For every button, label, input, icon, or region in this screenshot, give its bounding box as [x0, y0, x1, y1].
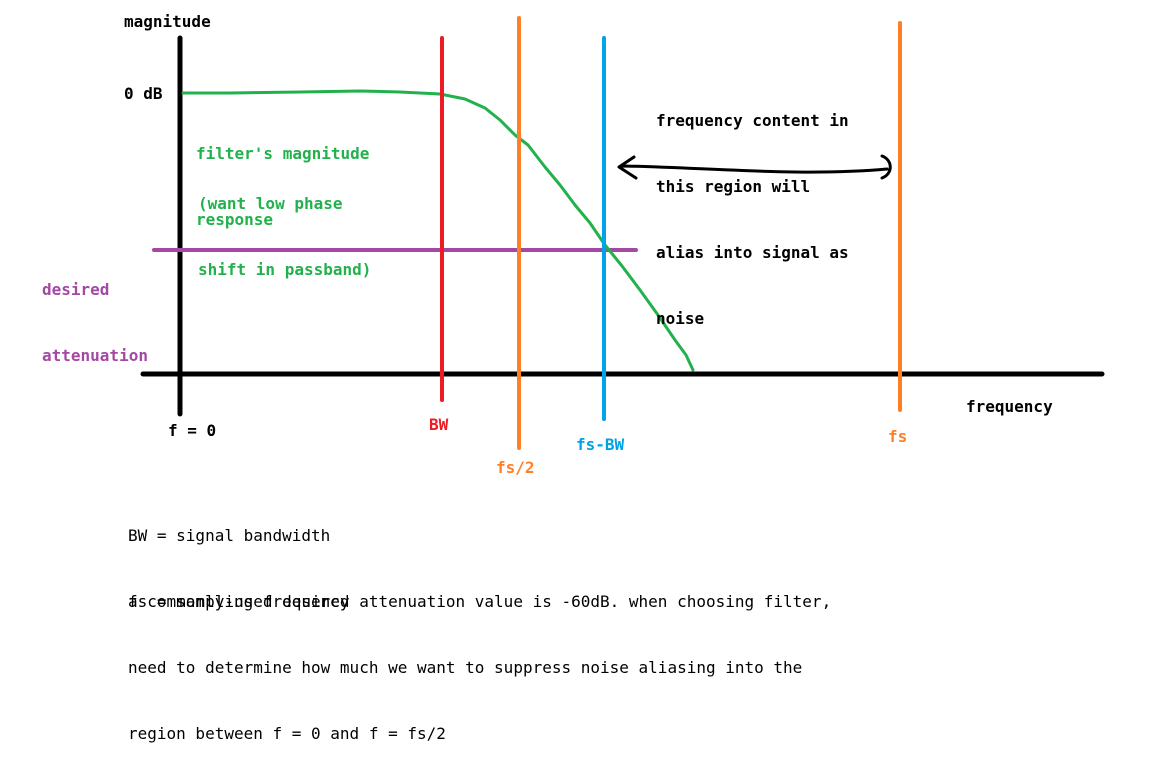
filter-diagram [140, 16, 1105, 450]
y-axis-label: magnitude [124, 12, 211, 31]
origin-label: f = 0 [168, 421, 217, 440]
legend-bw-definition: BW = signal bandwidth [128, 526, 331, 545]
filter-response-curve [181, 89, 695, 372]
x-axis-label: frequency [966, 397, 1053, 416]
alias-note-line4: noise [656, 309, 705, 328]
phase-note: (want low phase shift in passband) [198, 149, 371, 303]
fs-label: fs [888, 427, 908, 446]
attenuation-label: desired attenuation [42, 235, 148, 389]
alias-region-arrow [617, 154, 892, 180]
alias-note-line1: frequency content in [656, 111, 849, 130]
legend-fs-definition: fs = sampling frequency [128, 592, 350, 611]
attenuation-label-line2: attenuation [42, 346, 148, 365]
phase-note-line2: shift in passband) [198, 260, 372, 279]
footnote: a commonly-used desired attenuation valu… [128, 547, 831, 767]
curve-label-line2: response [196, 210, 274, 229]
fs-minus-bw-label: fs-BW [576, 435, 625, 454]
fs-half-label: fs/2 [496, 458, 535, 477]
phase-note-line1: (want low phase [198, 194, 343, 213]
curve-label-line1: filter's magnitude [196, 144, 370, 163]
alias-note-line3: alias into signal as [656, 243, 849, 262]
footnote-line3: region between f = 0 and f = fs/2 [128, 724, 446, 743]
legend: BW = signal bandwidth fs = sampling freq… [128, 481, 350, 635]
attenuation-label-line1: desired [42, 280, 110, 299]
footnote-line2: need to determine how much we want to su… [128, 658, 803, 677]
zero-db-label: 0 dB [124, 84, 163, 103]
bw-label: BW [429, 415, 449, 434]
curve-label: filter's magnitude response [196, 99, 369, 253]
alias-note-line2: this region will [656, 177, 811, 196]
footnote-line1: a commonly-used desired attenuation valu… [128, 592, 832, 611]
alias-note: frequency content in this region will al… [656, 66, 849, 352]
